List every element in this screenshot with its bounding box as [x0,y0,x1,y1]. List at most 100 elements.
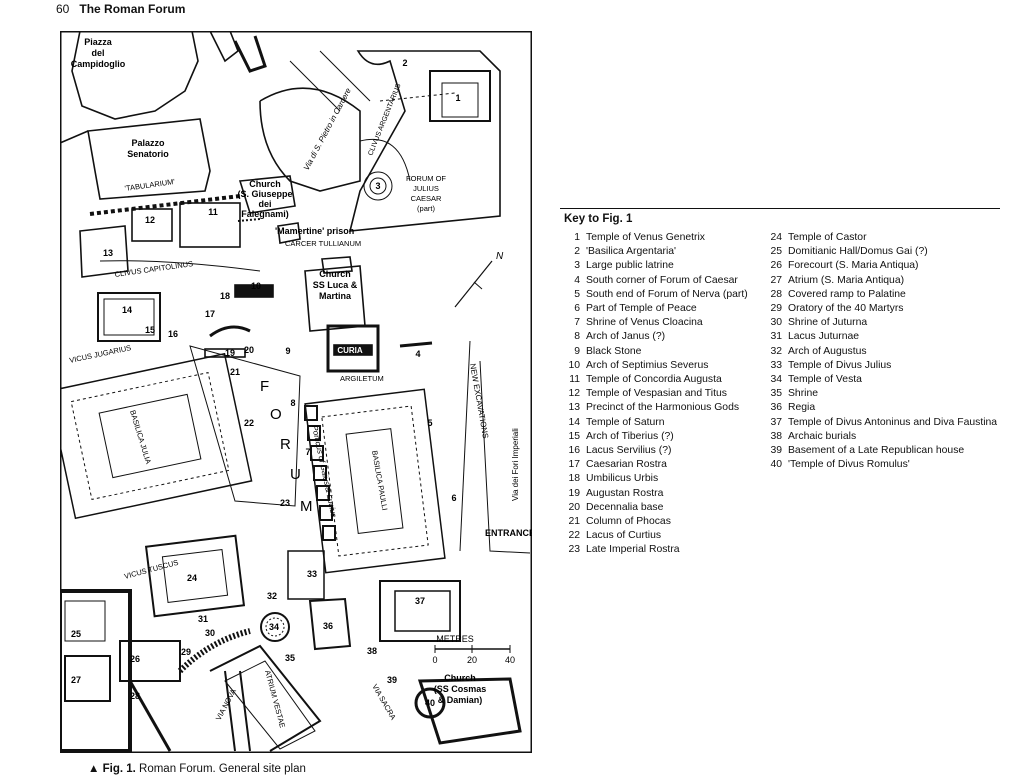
key-item-number: 5 [574,288,580,300]
church-giuseppe-label: dei [258,199,271,209]
key-item-number: 1 [574,232,580,243]
key-item-number: 34 [770,374,782,386]
key-item-text: Archaic burials [788,430,857,442]
caption-text: Roman Forum. General site plan [139,763,306,775]
via-fori-label: Via dei Fori Imperiali [511,428,520,501]
key-item-text: Caesarian Rostra [586,459,667,471]
key-item-text: Umbilicus Urbis [586,473,659,485]
basilica-paulli [304,388,446,574]
key-item-number: 29 [770,303,782,315]
key-item-text: Oratory of the 40 Martyrs [788,303,904,315]
argiletum-label: ARGILETUM [340,374,384,383]
key-item-number: 21 [568,516,580,528]
key-item-text: Basement of a Late Republican house [788,445,965,457]
key-item: 2'Basilica Argentaria' [564,245,748,259]
north-arrow: N [454,251,504,308]
key-item-number: 25 [770,246,782,258]
number-label: 16 [168,329,178,339]
forum-letter: U [290,466,301,483]
north-label: N [496,251,504,262]
number-label: 15 [145,325,155,335]
number-label: 28 [130,691,140,701]
number-label: 4 [415,349,420,359]
palazzo-label: Palazzo [131,138,165,148]
key-item-text: Forecourt (S. Maria Antiqua) [788,260,919,272]
key-item-text: Temple of Vespasian and Titus [586,388,727,400]
forum-letter: F [260,378,269,395]
number-label: 39 [387,675,397,685]
number-label: 27 [71,675,81,685]
key-item: 34 Temple of Vesta [766,373,997,387]
triangle-icon: ▲ [88,763,100,775]
key-item-text: Lacus Servilius (?) [586,445,672,457]
key-item-number: 19 [568,487,580,499]
number-label: 3 [375,181,380,191]
arch-septimius [234,284,274,298]
number-label: 19 [225,348,235,358]
key-item-text: Temple of Divus Antoninus and Diva Faust… [788,416,998,428]
forum-julius-label: (part) [417,204,435,213]
number-label: 26 [130,654,140,664]
key-item-number: 13 [568,402,580,414]
number-label: 17 [205,309,215,319]
key-item-number: 23 [568,544,580,556]
key-item-number: 20 [568,501,580,513]
number-label: 40 [425,698,435,708]
number-label: 23 [280,498,290,508]
church-cosmas-label: (SS Cosmas [434,684,487,694]
key-item-number: 24 [770,232,782,243]
key-item-text: Covered ramp to Palatine [788,288,906,300]
forum-letter: R [280,436,291,453]
key-item: 40'Temple of Divus Romulus' [766,458,997,472]
number-label: 18 [220,291,230,301]
temple-12 [131,208,173,242]
entrance-label: ENTRANCE [485,528,532,538]
key-item-number: 14 [568,416,580,428]
key-item-text: Arch of Augustus [788,345,867,357]
map-frame [60,31,532,753]
key-item-text: Temple of Divus Julius [788,359,892,371]
key-item-number: 33 [770,359,782,371]
key-item-text: Domitianic Hall/Domus Gai (?) [788,246,928,258]
key-item-text: Lacus Juturnae [788,331,860,343]
number-label: 5 [427,418,432,428]
key-item-number: 39 [770,445,782,457]
scale-tick: 0 [432,655,437,665]
palazzo-label: Senatorio [127,149,169,159]
key-item: 17 Caesarian Rostra [564,458,748,472]
key-item-number: 15 [568,430,580,442]
key-item-number: 17 [568,459,580,471]
number-label: 31 [198,614,208,624]
key-item-number: 3 [574,260,580,272]
key-item-text: Temple of Concordia Augusta [586,374,722,386]
church-giuseppe-label: (S. Giuseppe [237,189,292,199]
church-giuseppe-label: Church [249,179,281,189]
carcer-label: CARCER TULLIANUM [285,239,361,248]
page-title: The Roman Forum [79,2,186,16]
number-label: 10 [251,281,261,291]
key-item-number: 6 [574,303,580,315]
number-label: 33 [307,569,317,579]
key-item-text: Temple of Vesta [788,374,862,386]
key-item-number: 12 [568,388,580,400]
key-item-number: 27 [770,274,782,286]
key-item-text: Black Stone [586,345,642,357]
scale-tick: 20 [467,655,477,665]
